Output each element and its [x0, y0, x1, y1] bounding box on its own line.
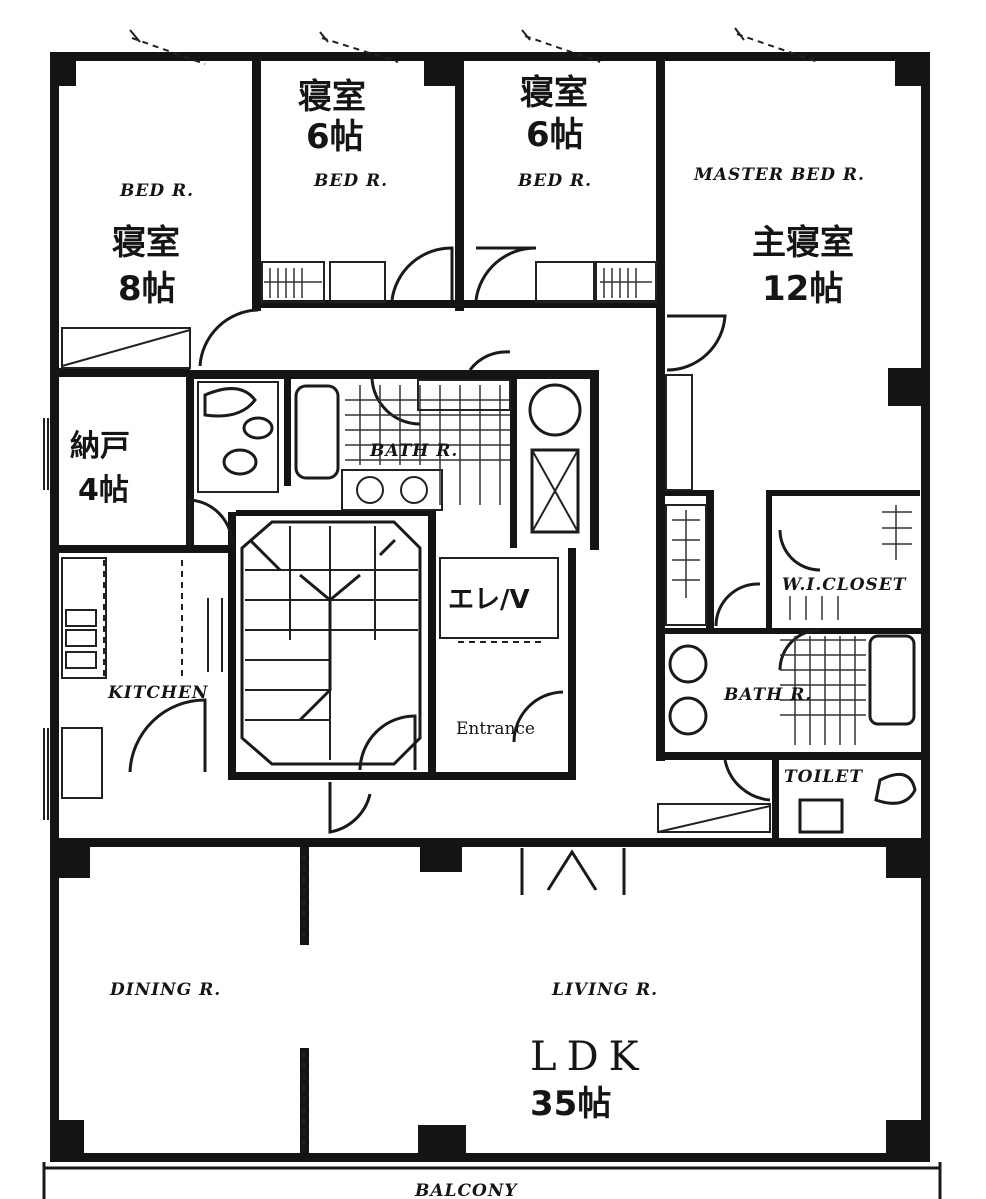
bed-mid2-jp: 寝室 — [520, 73, 588, 113]
bed-left-size: 8帖 — [118, 269, 176, 309]
bath-center-en: BATH R. — [369, 441, 458, 461]
ldk-size: 35帖 — [530, 1084, 611, 1124]
outer-walls — [50, 52, 930, 1162]
storage-size: 4帖 — [78, 473, 129, 508]
storage-jp: 納戸 — [70, 429, 130, 464]
ldk-label: LDK — [530, 1034, 649, 1080]
master-size: 12帖 — [762, 269, 843, 309]
bed-mid1-size: 6帖 — [306, 117, 364, 157]
door-swings — [128, 27, 821, 895]
interior-walls — [50, 61, 930, 1158]
balcony-en: BALCONY — [414, 1181, 518, 1199]
bed-mid2-size: 6帖 — [526, 115, 584, 155]
kitchen-en: KITCHEN — [107, 683, 209, 703]
bed-mid1-jp: 寝室 — [298, 77, 366, 117]
bed-left-en: BED R. — [119, 181, 194, 201]
living-en: LIVING R. — [551, 980, 658, 1000]
bath-right-en: BATH R. — [723, 685, 812, 705]
room-labels: BED R. 寝室 8帖 寝室 6帖 BED R. 寝室 6帖 BED R. M… — [70, 73, 907, 1199]
master-en: MASTER BED R. — [693, 165, 865, 185]
bed-mid1-en: BED R. — [313, 171, 388, 191]
bed-left-jp: 寝室 — [112, 223, 180, 263]
elevator-jp: エレ/V — [448, 585, 530, 615]
master-jp: 主寝室 — [752, 223, 854, 263]
toilet-en: TOILET — [784, 767, 863, 787]
fixtures — [42, 261, 942, 1199]
bed-mid2-en: BED R. — [517, 171, 592, 191]
dining-en: DINING R. — [109, 980, 221, 1000]
entrance-en: Entrance — [456, 719, 535, 739]
closet-en: W.I.CLOSET — [782, 575, 907, 595]
